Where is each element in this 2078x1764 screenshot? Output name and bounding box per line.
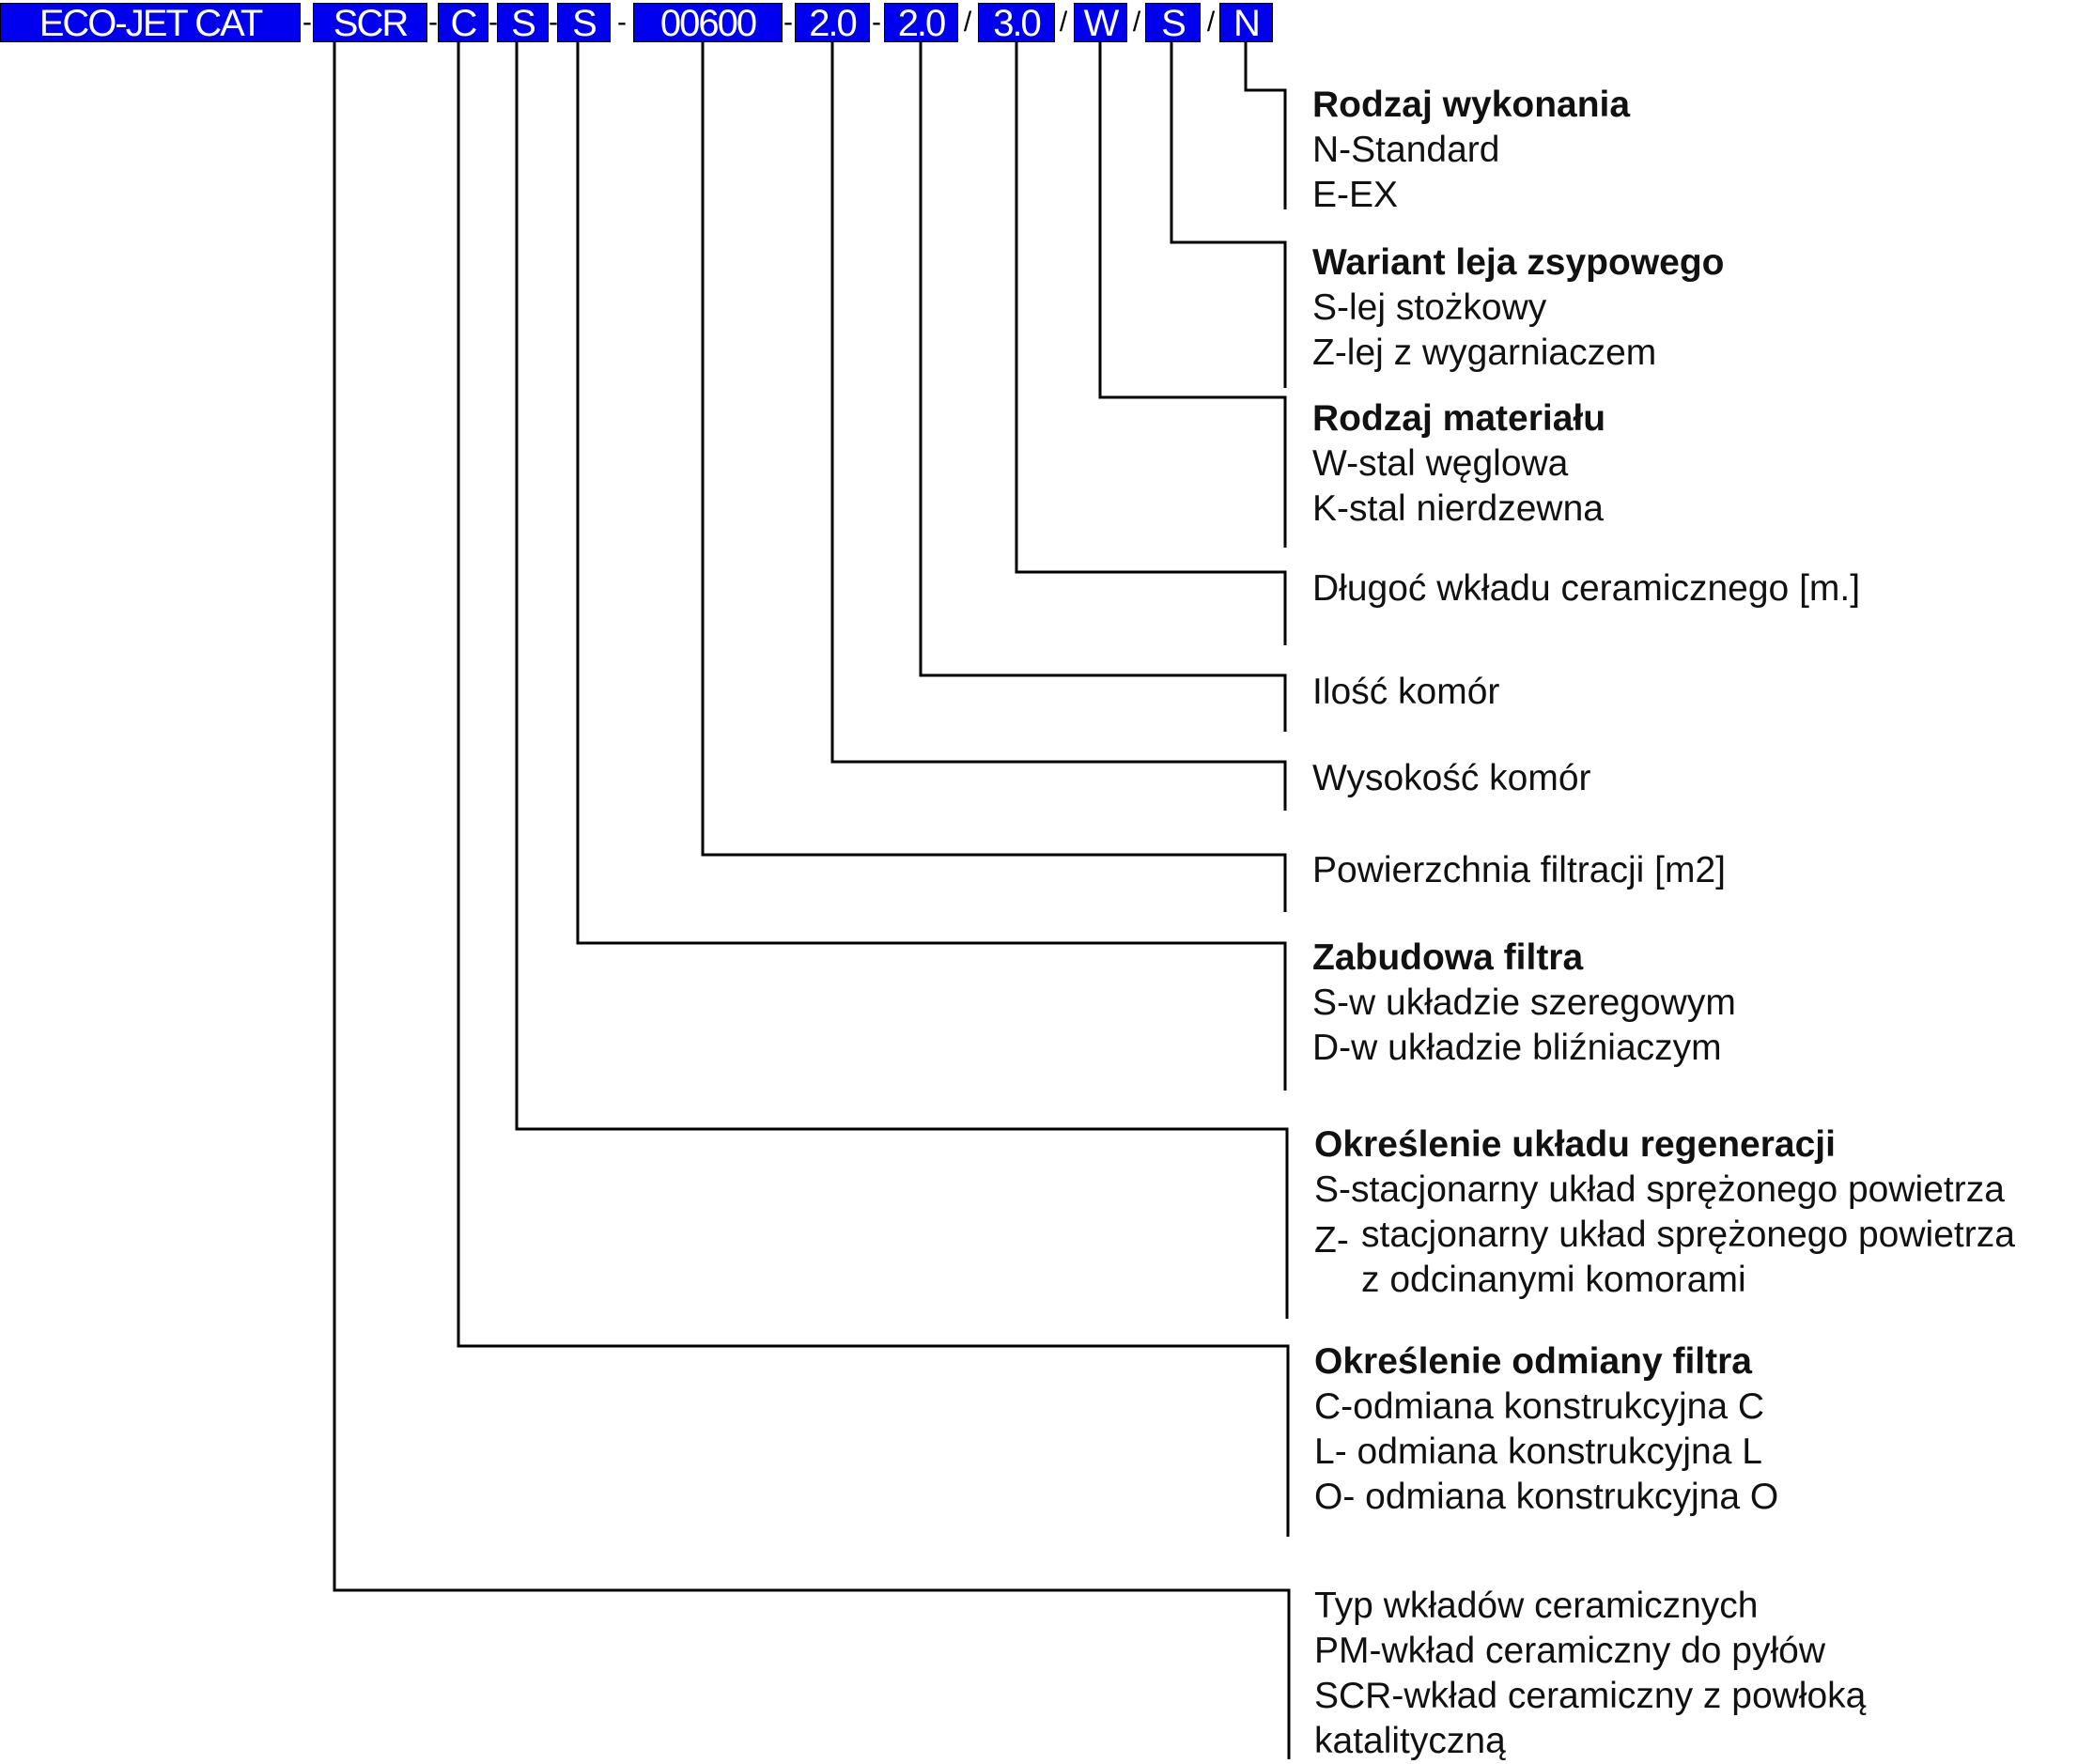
code-segment-hopper: S (1145, 3, 1201, 42)
option: S-lej stożkowy (1312, 287, 1547, 328)
separator: / (963, 7, 972, 38)
option: PM-wkład ceramiczny do pyłów (1314, 1631, 1826, 1671)
connector-ceramic-length (1015, 42, 1287, 645)
code-segment-chamber-height: 2.0 (795, 3, 870, 42)
code-segment-installation: S (557, 3, 611, 42)
separator: - (488, 7, 498, 38)
section-title: Wariant leja zsypowego (1312, 242, 1725, 283)
connector-regeneration (515, 42, 1289, 1319)
separator: - (872, 7, 881, 38)
option: O- odmiana konstrukcyjna O (1314, 1477, 1779, 1517)
connector-chamber-height (830, 42, 1287, 811)
option: N-Standard (1312, 130, 1500, 170)
separator: / (1059, 7, 1068, 38)
section-title: Długoć wkładu ceramicznego [m.] (1312, 568, 1861, 609)
connector-ceramic-type (333, 42, 1291, 1759)
section-title: Określenie układu regeneracji (1314, 1124, 1836, 1165)
option: W-stal węglowa (1312, 443, 1569, 484)
connector-execution (1244, 42, 1287, 209)
option: E-EX (1312, 175, 1399, 215)
option: L- odmiana konstrukcyjna L (1314, 1431, 1762, 1472)
option: S-stacjonarny układ sprężonego powietrza (1314, 1169, 2005, 1210)
section-chamber-height: Wysokość komór (1312, 756, 1591, 801)
connector-filtration-area (701, 42, 1287, 912)
separator: - (617, 7, 627, 38)
option: C-odmiana konstrukcyjna C (1314, 1386, 1765, 1427)
option: D-w układzie bliźniaczym (1312, 1028, 1722, 1068)
section-execution: Rodzaj wykonania N-Standard E-EX (1312, 83, 1630, 218)
connector-filter-variant (457, 42, 1290, 1537)
section-chamber-count: Ilość komór (1312, 670, 1499, 715)
section-installation: Zabudowa filtra S-w układzie szeregowym … (1312, 936, 1736, 1071)
option: Z-stacjonarny układ sprężonego powietrza (1314, 1213, 2015, 1261)
option: S-w układzie szeregowym (1312, 983, 1736, 1023)
section-title: Powierzchnia filtracji [m2] (1312, 850, 1726, 890)
connector-material (1098, 42, 1287, 548)
connector-hopper (1170, 42, 1287, 388)
separator: - (549, 7, 558, 38)
code-segment-ceramic-type: SCR (313, 3, 427, 42)
code-segment-ceramic-length: 3.0 (978, 3, 1055, 42)
option: Z-lej z wygarniaczem (1312, 333, 1657, 373)
option-continuation: z odcinanymi komorami (1361, 1260, 1746, 1300)
section-title: Rodzaj materiału (1312, 398, 1606, 439)
separator: - (302, 7, 312, 38)
connector-chamber-count (919, 42, 1287, 732)
separator: - (783, 7, 793, 38)
section-material: Rodzaj materiału W-stal węglowa K-stal n… (1312, 396, 1605, 532)
section-regeneration: Określenie układu regeneracji S-stacjona… (1314, 1122, 2015, 1303)
section-hopper: Wariant leja zsypowego S-lej stożkowy Z-… (1312, 240, 1724, 376)
option: SCR-wkład ceramiczny z powłoką (1314, 1676, 1867, 1716)
section-filter-variant: Określenie odmiany filtra C-odmiana kons… (1314, 1339, 1778, 1520)
section-title: Rodzaj wykonania (1312, 85, 1631, 125)
separator: / (1206, 7, 1216, 38)
connector-installation (576, 42, 1287, 1091)
option-prefix: Z- (1314, 1220, 1349, 1261)
section-filtration-area: Powierzchnia filtracji [m2] (1312, 848, 1726, 893)
separator: - (428, 7, 438, 38)
option: K-stal nierdzewna (1312, 488, 1604, 529)
section-title: Zabudowa filtra (1312, 937, 1584, 978)
code-segment-regeneration: S (497, 3, 549, 42)
code-segment-series: ECO-JET CAT (0, 3, 301, 42)
code-segment-material: W (1074, 3, 1127, 42)
option: katalityczną (1314, 1721, 1506, 1761)
option-text: stacjonarny układ sprężonego powietrza (1361, 1215, 2015, 1255)
code-segment-filtration-area: 00600 (633, 3, 783, 42)
section-ceramic-type: Typ wkładów ceramicznych PM-wkład cerami… (1314, 1584, 1866, 1764)
code-segment-filter-variant: C (438, 3, 488, 42)
code-segment-execution: N (1219, 3, 1273, 42)
section-title: Wysokość komór (1312, 758, 1591, 798)
section-title: Ilość komór (1312, 672, 1500, 712)
code-segment-chamber-count: 2.0 (884, 3, 958, 42)
section-title: Typ wkładów ceramicznych (1314, 1586, 1759, 1626)
section-title: Określenie odmiany filtra (1314, 1341, 1753, 1382)
section-ceramic-length: Długoć wkładu ceramicznego [m.] (1312, 566, 1860, 611)
separator: / (1132, 7, 1141, 38)
